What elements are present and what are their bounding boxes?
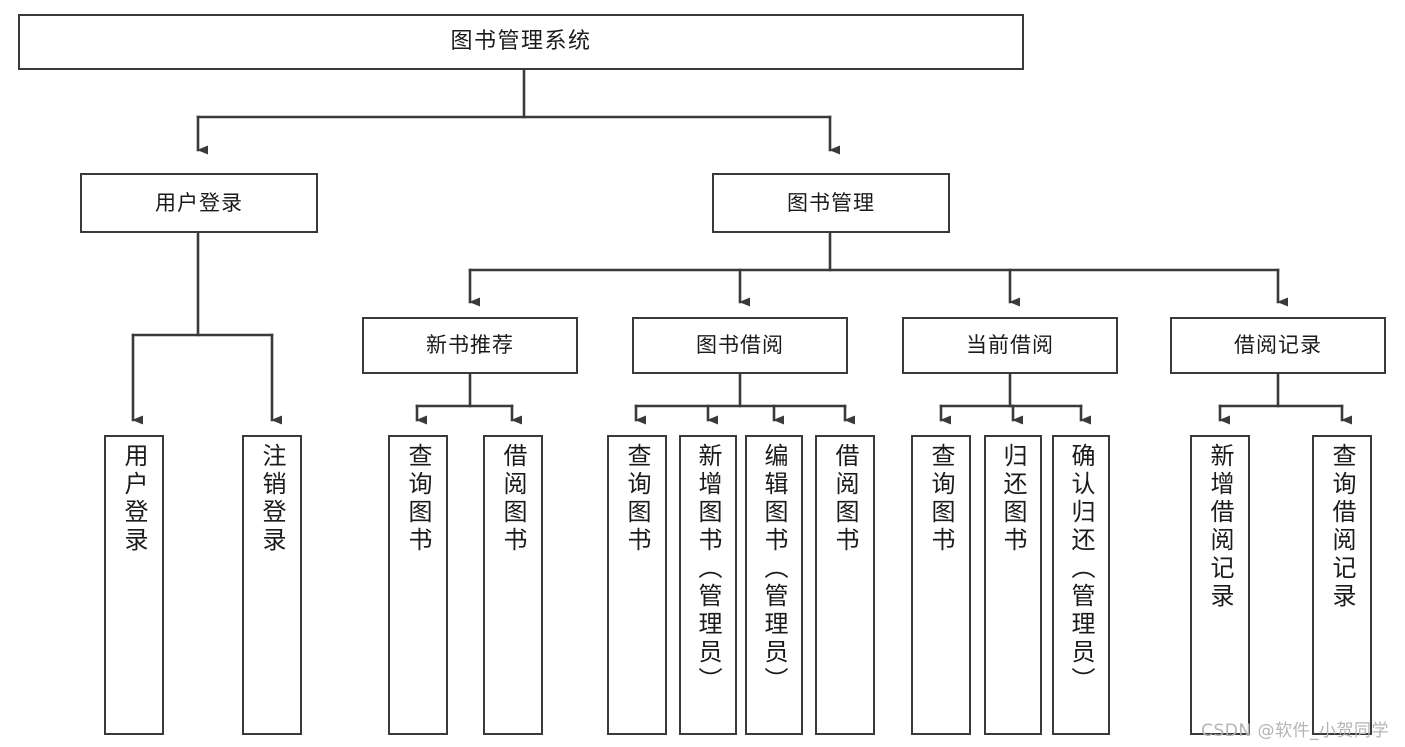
node-label: 查询图书	[927, 443, 955, 555]
node-borrow-records[interactable]: 借阅记录	[1170, 317, 1386, 374]
node-label: 归还图书	[999, 443, 1027, 555]
leaf-borrow-book-recommend[interactable]: 借阅图书	[483, 435, 543, 735]
node-user-login[interactable]: 用户登录	[80, 173, 318, 233]
node-label: 图书管理	[787, 190, 875, 215]
leaf-add-borrow-record[interactable]: 新增借阅记录	[1190, 435, 1250, 735]
node-book-borrow[interactable]: 图书借阅	[632, 317, 848, 374]
node-label: 借阅记录	[1234, 333, 1322, 357]
node-label: 图书借阅	[696, 333, 784, 357]
node-label: 编辑图书（管理员）	[760, 443, 788, 695]
leaf-edit-book-admin[interactable]: 编辑图书（管理员）	[745, 435, 803, 735]
node-label: 借阅图书	[831, 443, 859, 555]
leaf-user-login[interactable]: 用户登录	[104, 435, 164, 735]
node-label: 查询图书	[404, 443, 432, 555]
node-label: 新增图书（管理员）	[694, 443, 722, 695]
node-label: 当前借阅	[966, 333, 1054, 357]
leaf-query-book-current[interactable]: 查询图书	[911, 435, 971, 735]
leaf-query-book-borrow[interactable]: 查询图书	[607, 435, 667, 735]
node-label: 图书管理系统	[450, 29, 592, 54]
node-label: 新书推荐	[426, 333, 514, 357]
leaf-query-book-recommend[interactable]: 查询图书	[388, 435, 448, 735]
leaf-add-book-admin[interactable]: 新增图书（管理员）	[679, 435, 737, 735]
node-book-management[interactable]: 图书管理	[712, 173, 950, 233]
leaf-query-borrow-record[interactable]: 查询借阅记录	[1312, 435, 1372, 735]
node-current-borrow[interactable]: 当前借阅	[902, 317, 1118, 374]
node-label: 新增借阅记录	[1206, 443, 1234, 611]
node-label: 查询借阅记录	[1328, 443, 1356, 611]
node-new-book-recommend[interactable]: 新书推荐	[362, 317, 578, 374]
node-label: 用户登录	[155, 190, 243, 215]
node-label: 查询图书	[623, 443, 651, 555]
watermark-text: CSDN @软件_小贺同学	[1201, 721, 1389, 741]
node-label: 注销登录	[258, 443, 286, 555]
node-root-system[interactable]: 图书管理系统	[18, 14, 1024, 70]
node-label: 用户登录	[120, 443, 148, 555]
leaf-logout[interactable]: 注销登录	[242, 435, 302, 735]
leaf-confirm-return-admin[interactable]: 确认归还（管理员）	[1052, 435, 1110, 735]
leaf-borrow-book[interactable]: 借阅图书	[815, 435, 875, 735]
leaf-return-book[interactable]: 归还图书	[984, 435, 1042, 735]
node-label: 确认归还（管理员）	[1067, 443, 1095, 695]
node-label: 借阅图书	[499, 443, 527, 555]
